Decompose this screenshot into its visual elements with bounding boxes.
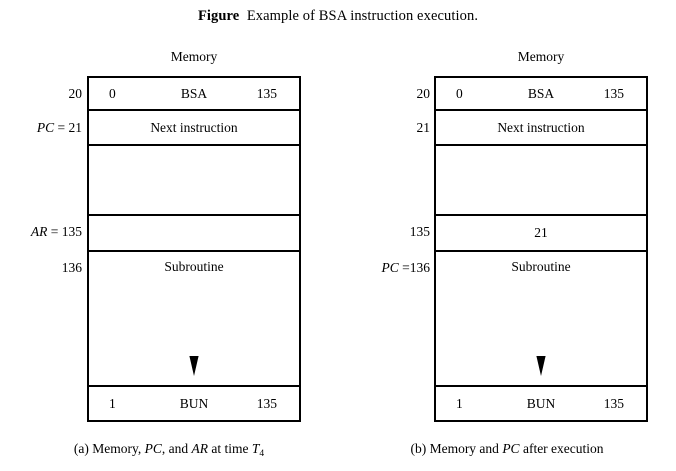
diagram-panel-b: Memory 20 21 135 PC =136 0 BSA 135 Next … xyxy=(338,0,676,471)
register-pc-a: PC xyxy=(36,120,55,135)
memory-row-empty-b xyxy=(436,146,646,216)
caption-a-time-subscript: 4 xyxy=(259,449,265,459)
address-label-136-b: PC =136 xyxy=(381,260,430,275)
instruction-mnemonic-bsa-b: BSA xyxy=(527,85,555,101)
address-label-20-a: 20 xyxy=(68,86,83,101)
instruction-fields-bun-a: 1 BUN 135 xyxy=(89,387,299,420)
address-label-21-b: 21 xyxy=(416,120,431,135)
instruction-address-bsa-b: 135 xyxy=(603,85,624,101)
instruction-fields-bun-b: 1 BUN 135 xyxy=(436,387,646,420)
instruction-mode-bit-a: 0 xyxy=(109,85,116,101)
subroutine-label-b: Subroutine xyxy=(511,259,571,274)
memory-row-bsa-a: 0 BSA 135 xyxy=(89,78,299,111)
memory-row-next-instruction-b: Next instruction xyxy=(436,111,646,146)
instruction-mode-bit-b: 0 xyxy=(456,85,463,101)
instruction-address-bun-b: 135 xyxy=(603,395,624,411)
memory-box-a: 0 BSA 135 Next instruction Subroutine xyxy=(87,76,301,422)
memory-row-next-instruction-a: Next instruction xyxy=(89,111,299,146)
instruction-mode-bit-bun-b: 1 xyxy=(456,395,463,411)
subroutine-cell-b: Subroutine xyxy=(436,252,646,385)
caption-a-register-pc: PC xyxy=(144,441,162,456)
instruction-address-bsa-a: 135 xyxy=(256,85,277,101)
caption-a: (a) Memory, PC, and AR at time T4 xyxy=(73,441,265,459)
caption-a-register-ar: AR xyxy=(191,441,208,456)
address-label-135-b: 135 xyxy=(409,224,430,239)
register-ar-a: AR xyxy=(30,224,48,239)
instruction-fields-bsa-b: 0 BSA 135 xyxy=(436,78,646,109)
memory-row-value-a xyxy=(89,216,299,252)
memory-row-subroutine-a: Subroutine xyxy=(89,252,299,387)
caption-a-time-base: T xyxy=(251,441,260,456)
memory-header-a: Memory xyxy=(170,49,218,64)
memory-row-subroutine-b: Subroutine xyxy=(436,252,646,387)
memory-row-bun-b: 1 BUN 135 xyxy=(436,387,646,420)
instruction-address-bun-a: 135 xyxy=(256,395,277,411)
register-pc-b: PC xyxy=(381,260,399,275)
instruction-mnemonic-bun-b: BUN xyxy=(526,395,556,411)
address-label-20-b: 20 xyxy=(416,86,431,101)
figure-title: Figure Example of BSA instruction execut… xyxy=(0,8,676,25)
memory-row-value-b: 21 xyxy=(436,216,646,252)
memory-header-b: Memory xyxy=(517,49,565,64)
address-label-135-a: AR = 135 xyxy=(30,224,82,239)
figure-title-text: Example of BSA instruction execution. xyxy=(246,8,479,24)
instruction-mnemonic-bun-a: BUN xyxy=(179,395,209,411)
instruction-mode-bit-bun-a: 1 xyxy=(109,395,116,411)
diagram-panel-a: Memory 20 PC = 21 AR = 135 136 0 BSA 135… xyxy=(30,49,301,459)
caption-b-register-pc: PC xyxy=(502,441,520,456)
memory-row-empty-a xyxy=(89,146,299,216)
memory-row-bun-a: 1 BUN 135 xyxy=(89,387,299,420)
downward-arrow-icon-a xyxy=(189,282,199,376)
caption-b: (b) Memory and PC after execution xyxy=(410,441,604,456)
subroutine-label-a: Subroutine xyxy=(164,259,224,274)
instruction-mnemonic-bsa-a: BSA xyxy=(180,85,208,101)
memory-box-b: 0 BSA 135 Next instruction 21 Subroutine xyxy=(434,76,648,422)
figure-title-label: Figure xyxy=(197,8,240,24)
subroutine-cell-a: Subroutine xyxy=(89,252,299,385)
instruction-fields-bsa-a: 0 BSA 135 xyxy=(89,78,299,109)
address-label-21-a: PC = 21 xyxy=(36,120,82,135)
downward-arrow-icon-b xyxy=(536,282,546,376)
memory-row-bsa-b: 0 BSA 135 xyxy=(436,78,646,111)
address-label-136-a: 136 xyxy=(61,260,82,275)
